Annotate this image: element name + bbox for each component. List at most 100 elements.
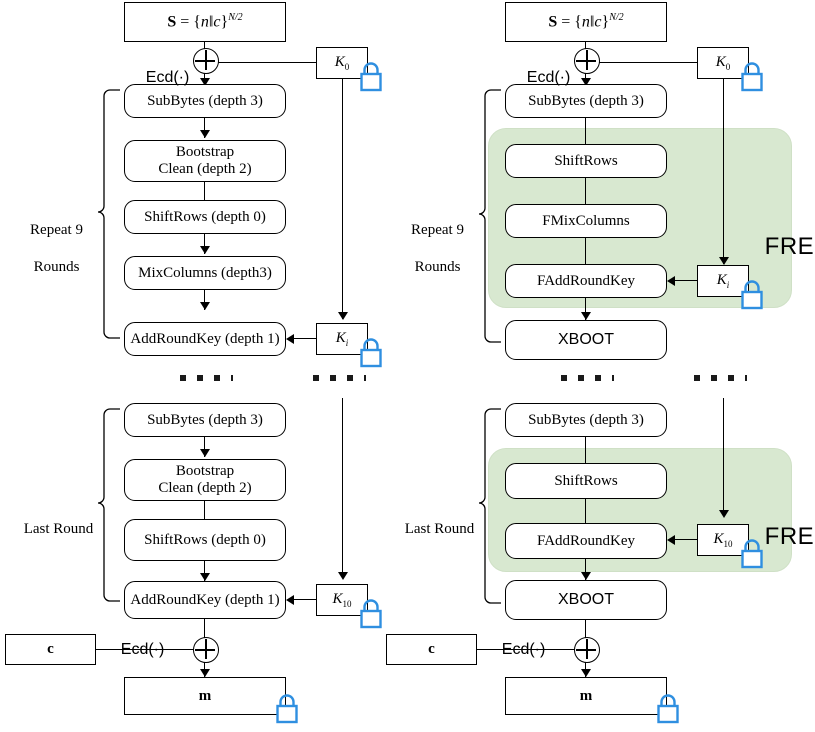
left-last-arrow-1 <box>200 449 210 457</box>
right-message-label: m <box>579 687 593 704</box>
right-ecd-bottom-label: Ecd(·) <box>484 623 546 677</box>
right-round-step-1: SubBytes (depth 3) <box>505 84 667 118</box>
left-xor-to-subbytes-line <box>204 72 206 82</box>
right-key10-box: K10 <box>697 524 749 556</box>
left-ecd-bottom-text: Ecd(·) <box>120 641 165 658</box>
right-key0-to-keyi-arrow <box>719 257 729 265</box>
right-ecd-bottom-text: Ecd(·) <box>501 641 546 658</box>
right-keyi-to-fark-arrow <box>667 276 675 286</box>
dot <box>231 375 233 381</box>
right-round-step-5-label: XBOOT <box>557 331 614 349</box>
left-last-step-3-label: ShiftRows (depth 0) <box>144 531 266 548</box>
left-key0-to-keyi-line <box>342 79 344 319</box>
left-state-box: S = {n‖c}N/2 <box>124 2 286 42</box>
right-last-step-3-label: FAddRoundKey <box>536 532 636 549</box>
left-keyi-subscript: i <box>345 338 349 348</box>
left-round-line-4 <box>204 290 206 310</box>
right-keyi-label: Ki <box>716 272 730 290</box>
right-last-step-4-label: XBOOT <box>557 591 614 609</box>
dot <box>711 375 717 381</box>
dot <box>595 375 601 381</box>
left-ellipsis-key <box>313 375 366 381</box>
left-last-step-4-label: AddRoundKey (depth 1) <box>130 591 280 608</box>
left-ecd-text: Ecd(·) <box>145 69 190 86</box>
left-message-box: m <box>124 677 286 715</box>
left-last-step-1: SubBytes (depth 3) <box>124 403 286 437</box>
right-last-line-2 <box>585 499 587 523</box>
right-last-round-text: Last Round <box>404 520 475 537</box>
left-round-step-3: ShiftRows (depth 0) <box>124 200 286 234</box>
right-keyi-box: Ki <box>697 265 749 297</box>
left-key0-label: K0 <box>334 54 350 72</box>
left-repeat-brace <box>97 89 120 339</box>
left-round-line-1 <box>204 118 206 138</box>
right-repeat-brace <box>478 89 501 343</box>
right-message-box: m <box>505 677 667 715</box>
left-keyi-padlock-icon <box>360 338 382 368</box>
right-last-step-1: SubBytes (depth 3) <box>505 403 667 437</box>
left-last-round-brace <box>97 408 120 602</box>
left-key10-to-ark-arrow <box>286 595 294 605</box>
right-free-text-1: FREE <box>764 233 815 260</box>
left-last-round-text: Last Round <box>23 520 94 537</box>
right-xboot-to-xor-line <box>585 620 587 640</box>
left-xor-to-m-arrow <box>200 669 210 677</box>
right-last-line-3 <box>585 559 587 581</box>
dot <box>561 375 567 381</box>
right-last-step-2: ShiftRows <box>505 463 667 499</box>
left-key0-to-xor-line <box>217 62 317 64</box>
right-round-step-1-label: SubBytes (depth 3) <box>528 92 644 109</box>
left-last-round-label: Last Round <box>8 501 94 557</box>
dot <box>347 375 353 381</box>
right-round-step-3: FMixColumns <box>505 204 667 238</box>
left-round-line-3 <box>204 234 206 254</box>
right-round-step-5: XBOOT <box>505 320 667 360</box>
dot <box>728 375 734 381</box>
left-ark-to-xor-line <box>204 619 206 639</box>
right-keyi-subscript: i <box>726 280 730 290</box>
left-key10-to-ark-line <box>292 599 317 601</box>
dot <box>694 375 700 381</box>
left-last-line-1 <box>204 437 206 457</box>
left-ecd-bottom-label: Ecd(·) <box>103 623 165 677</box>
right-round-step-4: FAddRoundKey <box>505 264 667 298</box>
right-key10-label: K10 <box>713 531 733 549</box>
left-key0-padlock-icon <box>360 62 382 92</box>
left-round-step-1-label: SubBytes (depth 3) <box>147 92 263 109</box>
right-last-step-3: FAddRoundKey <box>505 523 667 559</box>
left-repeat-label-line2: Rounds <box>33 259 80 276</box>
right-key0-to-keyi-line <box>723 79 725 264</box>
right-keyi-padlock-icon <box>741 280 763 310</box>
left-key-to-key10-arrow <box>338 572 348 580</box>
left-last-step-4: AddRoundKey (depth 1) <box>124 581 286 619</box>
right-round-step-2-label: ShiftRows <box>554 152 618 169</box>
left-round-step-4-label: MixColumns (depth3) <box>138 264 272 281</box>
left-keyi-box: Ki <box>316 323 368 355</box>
dot <box>197 375 203 381</box>
right-key0-padlock-icon <box>741 62 763 92</box>
left-ecd-label: Ecd(·) <box>128 51 190 105</box>
left-state-formula: S = {n‖c}N/2 <box>167 12 243 31</box>
dot <box>330 375 336 381</box>
right-round-step-4-label: FAddRoundKey <box>536 272 636 289</box>
right-key10-subscript: 10 <box>723 539 733 549</box>
right-last-round-brace <box>478 408 501 604</box>
right-xor-to-m-arrow <box>581 669 591 677</box>
left-round-step-5-label: AddRoundKey (depth 1) <box>130 330 280 347</box>
right-last-step-1-label: SubBytes (depth 3) <box>528 411 644 428</box>
left-c-to-xor-line <box>96 649 194 651</box>
left-key10-label: K10 <box>332 591 352 609</box>
left-key0-to-keyi-arrow <box>338 312 348 320</box>
dot <box>612 375 614 381</box>
dot <box>180 375 186 381</box>
right-repeat-label-line2: Rounds <box>414 259 461 276</box>
right-free-label-rounds: FREE <box>736 205 815 289</box>
left-repeat-label: Repeat 9 Rounds <box>6 202 92 296</box>
right-round-line-1 <box>585 118 587 144</box>
dot <box>313 375 319 381</box>
right-key0-subscript: 0 <box>725 62 731 72</box>
left-last-line-2 <box>204 501 206 519</box>
dot <box>214 375 220 381</box>
